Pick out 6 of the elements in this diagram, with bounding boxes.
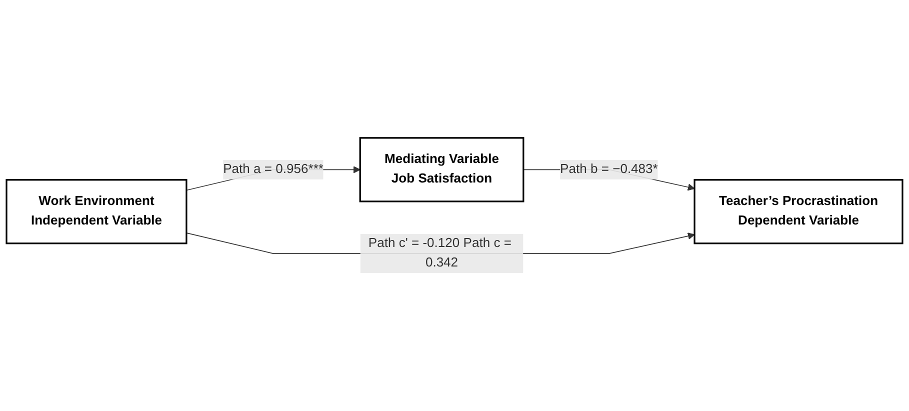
edge-label: Path a = 0.956*** xyxy=(223,162,324,176)
node-box: Mediating Variable Job Satisfaction xyxy=(359,137,524,202)
edge-label: Path c' = -0.120 Path c = 0.342 xyxy=(368,236,512,270)
edge-label: Path b = −0.483* xyxy=(560,162,658,176)
node-box: Teacher’s Procrastination Dependent Variable xyxy=(694,179,904,244)
node-box: Work Environment Independent Variable xyxy=(6,179,188,244)
